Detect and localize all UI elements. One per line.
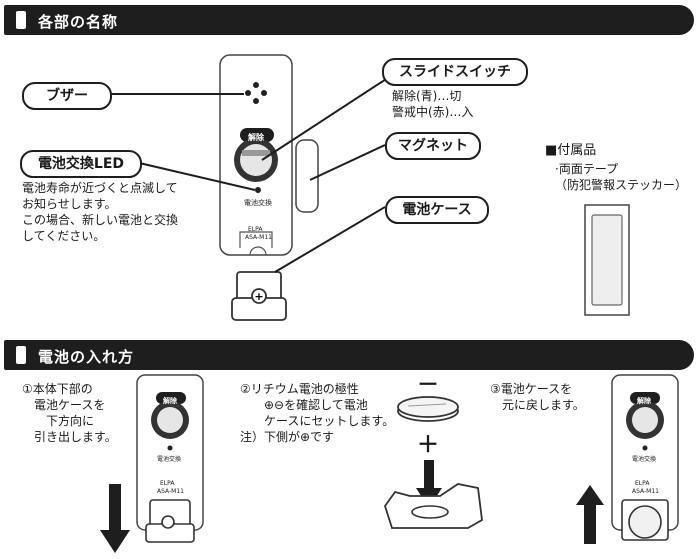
step3-led-caption: 電池交換 xyxy=(632,456,657,463)
led-note: 電池寿命が近づくと点滅して お知らせします。 この場合、新しい電池と交換 してく… xyxy=(22,181,179,243)
leader-battery-case xyxy=(274,206,386,273)
label-magnet: マグネット xyxy=(385,132,481,160)
step3-text: ③電池ケースを 元に戻します。 xyxy=(490,382,585,412)
leader-magnet xyxy=(309,144,386,181)
battery-led-icon xyxy=(255,187,261,193)
leader-slide-switch xyxy=(261,69,401,161)
accessories-title: ■付属品 xyxy=(545,143,597,158)
header-marker xyxy=(16,11,26,29)
section-header-battery: 電池の入れ方 xyxy=(4,340,694,370)
device-model: ASA-M11 xyxy=(245,234,272,241)
accessories-item: ·両面テープ （防犯警報ステッカー） xyxy=(555,162,688,192)
step1-text: ①本体下部の 電池ケースを 下方向に 引き出します。 xyxy=(22,382,117,444)
leader-led xyxy=(134,161,256,191)
svg-text:+: + xyxy=(254,290,263,303)
double-sided-tape-icon xyxy=(584,204,630,316)
section-title-battery: 電池の入れ方 xyxy=(38,348,135,366)
magnet-icon xyxy=(295,139,319,213)
buzzer-holes-icon xyxy=(245,82,267,104)
step3-device xyxy=(611,374,679,541)
header-marker xyxy=(16,346,26,364)
step1-led-caption: 電池交換 xyxy=(157,456,182,463)
step3-model: ASA-M11 xyxy=(632,488,659,495)
section-title-parts: 各部の名称 xyxy=(38,13,119,31)
device-release-label: 解除 xyxy=(248,133,264,142)
step1-release-label: 解除 xyxy=(163,397,177,405)
section-header-parts: 各部の名称 xyxy=(4,5,694,35)
device-brand: ELPA xyxy=(248,226,263,233)
device-led-caption: 電池交換 xyxy=(244,199,272,207)
step1-brand: ELPA xyxy=(160,480,175,487)
step3-release-label: 解除 xyxy=(637,397,651,405)
arrow-up-icon xyxy=(576,485,604,544)
step1-model: ASA-M11 xyxy=(157,488,184,495)
step1-device xyxy=(136,374,204,543)
label-slide-switch: スライドスイッチ xyxy=(382,58,528,86)
lithium-battery-icon xyxy=(397,396,459,422)
battery-tray-icon xyxy=(384,483,483,529)
switch-note: 解除(青)…切 警戒中(赤)…入 xyxy=(392,89,474,119)
plus-sign: ＋ xyxy=(417,433,440,458)
battery-case-icon: + xyxy=(231,271,287,321)
step2-text: ②リチウム電池の極性 ⊕⊖を確認して電池 ケースにセットします。 注）下側が⊕で… xyxy=(240,382,395,444)
label-battery-case: 電池ケース xyxy=(385,196,489,224)
label-buzzer: ブザー xyxy=(22,82,112,110)
device-main xyxy=(219,54,293,256)
label-battery-led: 電池交換LED xyxy=(20,150,142,178)
slide-switch-icon xyxy=(234,128,278,182)
minus-sign: － xyxy=(417,373,440,398)
arrow-down-icon xyxy=(100,484,130,553)
step3-brand: ELPA xyxy=(635,480,650,487)
